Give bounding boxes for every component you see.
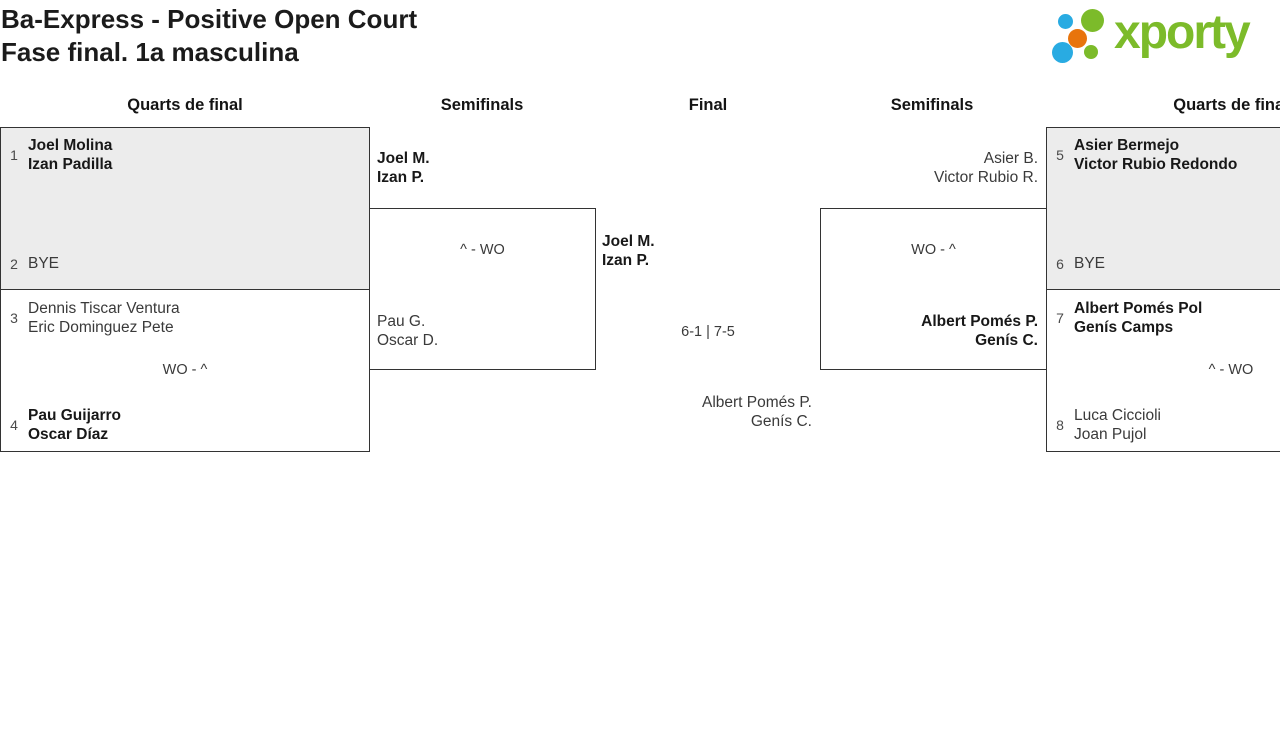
- team-name: Asier B. Victor Rubio R.: [838, 149, 1038, 187]
- team-name: Dennis Tiscar Ventura Eric Dominguez Pet…: [28, 299, 180, 337]
- seed-number: 7: [1056, 310, 1064, 326]
- seed-number: 5: [1056, 147, 1064, 163]
- player-name: Oscar Díaz: [28, 426, 109, 443]
- match-box-qf2[interactable]: [0, 289, 370, 452]
- match-score: ^ - WO: [460, 242, 505, 258]
- seed-number: 2: [10, 255, 18, 272]
- player-name: Izan Padilla: [28, 156, 113, 173]
- player-name: Victor Rubio R.: [934, 169, 1038, 186]
- team-name: BYE: [1074, 254, 1105, 273]
- column-header-quarters-left: Quarts de final: [127, 96, 243, 114]
- player-name: Oscar D.: [377, 332, 439, 349]
- match-score: ^ - WO: [1208, 362, 1254, 378]
- tournament-name: Ba-Express - Positive Open Court: [1, 4, 418, 34]
- player-name: Asier B.: [983, 150, 1038, 167]
- team-name: Pau Guijarro Oscar Díaz: [28, 406, 121, 444]
- team-name: Albert Pomés P. Genís C.: [838, 312, 1038, 350]
- player-name: Izan P.: [377, 169, 425, 186]
- player-name: Albert Pomés P.: [921, 313, 1038, 330]
- column-header-final: Final: [688, 96, 728, 114]
- team-name: Asier Bermejo Victor Rubio Redondo: [1074, 136, 1237, 174]
- player-name: Albert Pomés Pol: [1074, 300, 1203, 317]
- seed-number: 1: [10, 147, 18, 163]
- seed-number: 4: [10, 417, 18, 433]
- player-name: Genís C.: [975, 332, 1038, 349]
- match-box-semifinal-right[interactable]: [820, 208, 1047, 370]
- match-box-semifinal-left[interactable]: [369, 208, 596, 370]
- phase-name: Fase final. 1a masculina: [1, 37, 299, 67]
- team-name: Albert Pomés P. Genís C.: [612, 393, 812, 431]
- team-name: Joel M. Izan P.: [377, 149, 430, 187]
- player-name: Genís C.: [750, 413, 812, 430]
- match-score: WO - ^: [162, 362, 208, 378]
- team-name: Albert Pomés Pol Genís Camps: [1074, 299, 1202, 337]
- player-name: Dennis Tiscar Ventura: [28, 300, 180, 317]
- player-name: Pau G.: [377, 313, 426, 330]
- player-name: Eric Dominguez Pete: [28, 319, 174, 336]
- logo-dot-icon: [1084, 45, 1098, 59]
- player-name: Joel M.: [602, 233, 655, 250]
- column-header-semis-left: Semifinals: [440, 96, 524, 114]
- match-box-qf1[interactable]: [0, 127, 370, 290]
- player-name: BYE: [1074, 255, 1106, 272]
- match-box-qf4[interactable]: [1046, 289, 1280, 452]
- match-box-qf3[interactable]: [1046, 127, 1280, 290]
- player-name: Izan P.: [602, 252, 650, 269]
- logo-dot-icon: [1058, 14, 1073, 29]
- team-name: Pau G. Oscar D.: [377, 312, 438, 350]
- column-header-semis-right: Semifinals: [890, 96, 974, 114]
- logo-dot-icon: [1081, 9, 1104, 32]
- player-name: Genís Camps: [1074, 319, 1174, 336]
- seed-number: 3: [10, 310, 18, 326]
- team-name: BYE: [28, 254, 59, 273]
- player-name: Pau Guijarro: [28, 407, 122, 424]
- logo-wordmark: xporty: [1114, 6, 1251, 59]
- seed-number: 8: [1056, 417, 1064, 433]
- player-name: BYE: [28, 255, 60, 272]
- logo-dot-icon: [1068, 29, 1087, 48]
- team-name: Joel Molina Izan Padilla: [28, 136, 112, 174]
- seed-number: 6: [1056, 255, 1064, 272]
- team-name: Luca Ciccioli Joan Pujol: [1074, 406, 1161, 444]
- logo-dot-icon: [1052, 42, 1073, 63]
- player-name: Joel M.: [377, 150, 430, 167]
- final-score: 6-1 | 7-5: [681, 324, 735, 340]
- player-name: Luca Ciccioli: [1074, 407, 1162, 424]
- player-name: Victor Rubio Redondo: [1074, 156, 1238, 173]
- page-title: Ba-Express - Positive Open Court Fase fi…: [1, 3, 417, 69]
- column-header-quarters-right: Quarts de final: [1173, 96, 1280, 114]
- player-name: Albert Pomés P.: [702, 394, 812, 411]
- player-name: Joel Molina: [28, 137, 113, 154]
- match-score: WO - ^: [911, 242, 956, 258]
- player-name: Joan Pujol: [1074, 426, 1147, 443]
- player-name: Asier Bermejo: [1074, 137, 1180, 154]
- team-name: Joel M. Izan P.: [602, 232, 655, 270]
